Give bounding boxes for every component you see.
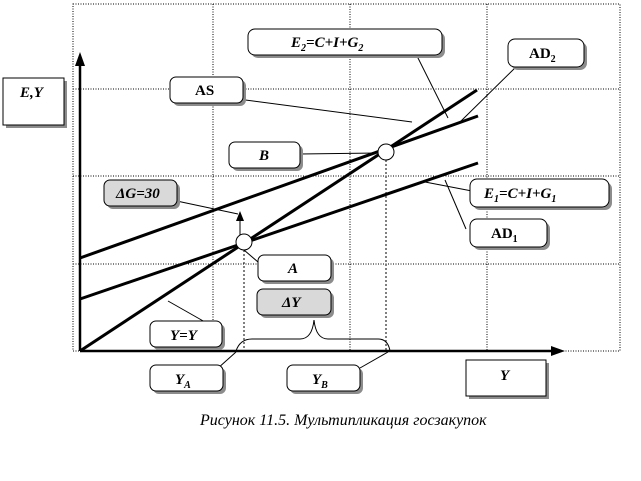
ya-main: Y (175, 372, 186, 388)
ad1-line (79, 161, 479, 301)
yb-sub: B (320, 380, 328, 391)
ad1-main: AD (491, 226, 513, 242)
callout-yb: YB (286, 364, 363, 394)
ad2-main: AD (529, 46, 551, 62)
axes (75, 52, 565, 356)
leader-lines (167, 55, 520, 370)
axis-label-y: Y (465, 359, 549, 399)
svg-text:E1=C+I+G1: E1=C+I+G1 (483, 186, 556, 205)
as-text: AS (195, 83, 214, 99)
callout-ad2: AD2 (507, 38, 587, 70)
point-b-text: B (258, 148, 269, 164)
svg-text:YA: YA (175, 372, 191, 391)
figure-caption: Рисунок 11.5. Мультипликация госзакупок (200, 412, 487, 429)
callout-y-eq-y: Y=Y (149, 320, 225, 350)
callout-b: B (228, 141, 303, 171)
ad2-sub: 2 (551, 54, 556, 65)
delta-g-text: ΔG=30 (115, 186, 160, 202)
callout-e2: E2=C+I+G2 (247, 28, 445, 58)
ad1-sub: 1 (513, 234, 518, 245)
callout-delta-g: ΔG=30 (103, 179, 180, 209)
ya-sub: A (183, 380, 191, 391)
e2-rest-sub: 2 (357, 43, 363, 54)
e2-sub: 2 (300, 43, 306, 54)
as-line (79, 88, 478, 353)
e1-main: E (483, 186, 494, 202)
y-axis-text: Y (500, 368, 511, 384)
svg-text:AD1: AD1 (491, 226, 518, 245)
delta-y-text: ΔY (281, 295, 302, 311)
svg-text:YB: YB (312, 372, 328, 391)
point-a-marker (235, 233, 253, 251)
callout-delta-y: ΔY (256, 288, 334, 318)
callout-as: AS (169, 76, 246, 106)
e1-sub: 1 (494, 194, 499, 205)
ad2-line (79, 114, 479, 260)
svg-text:E2=C+I+G2: E2=C+I+G2 (290, 35, 363, 54)
yb-main: Y (312, 372, 323, 388)
callout-e1: E1=C+I+G1 (469, 178, 612, 210)
callout-ya: YA (149, 364, 226, 394)
callout-ad1: AD1 (469, 218, 550, 250)
point-a-text: A (287, 261, 298, 277)
svg-text:AD2: AD2 (529, 46, 556, 65)
e2-rest: =C+I+G (306, 35, 358, 51)
callout-a: A (257, 254, 334, 284)
e1-rest: =C+I+G (499, 186, 551, 202)
delta-y-bracket (235, 319, 391, 352)
y-eq-y-text: Y=Y (170, 328, 199, 344)
e2-main: E (290, 35, 301, 51)
point-b-marker (377, 143, 395, 161)
e1-rest-sub: 1 (551, 194, 556, 205)
axis-label-e-y: E,Y (2, 77, 67, 128)
e-y-text: E,Y (19, 85, 45, 101)
